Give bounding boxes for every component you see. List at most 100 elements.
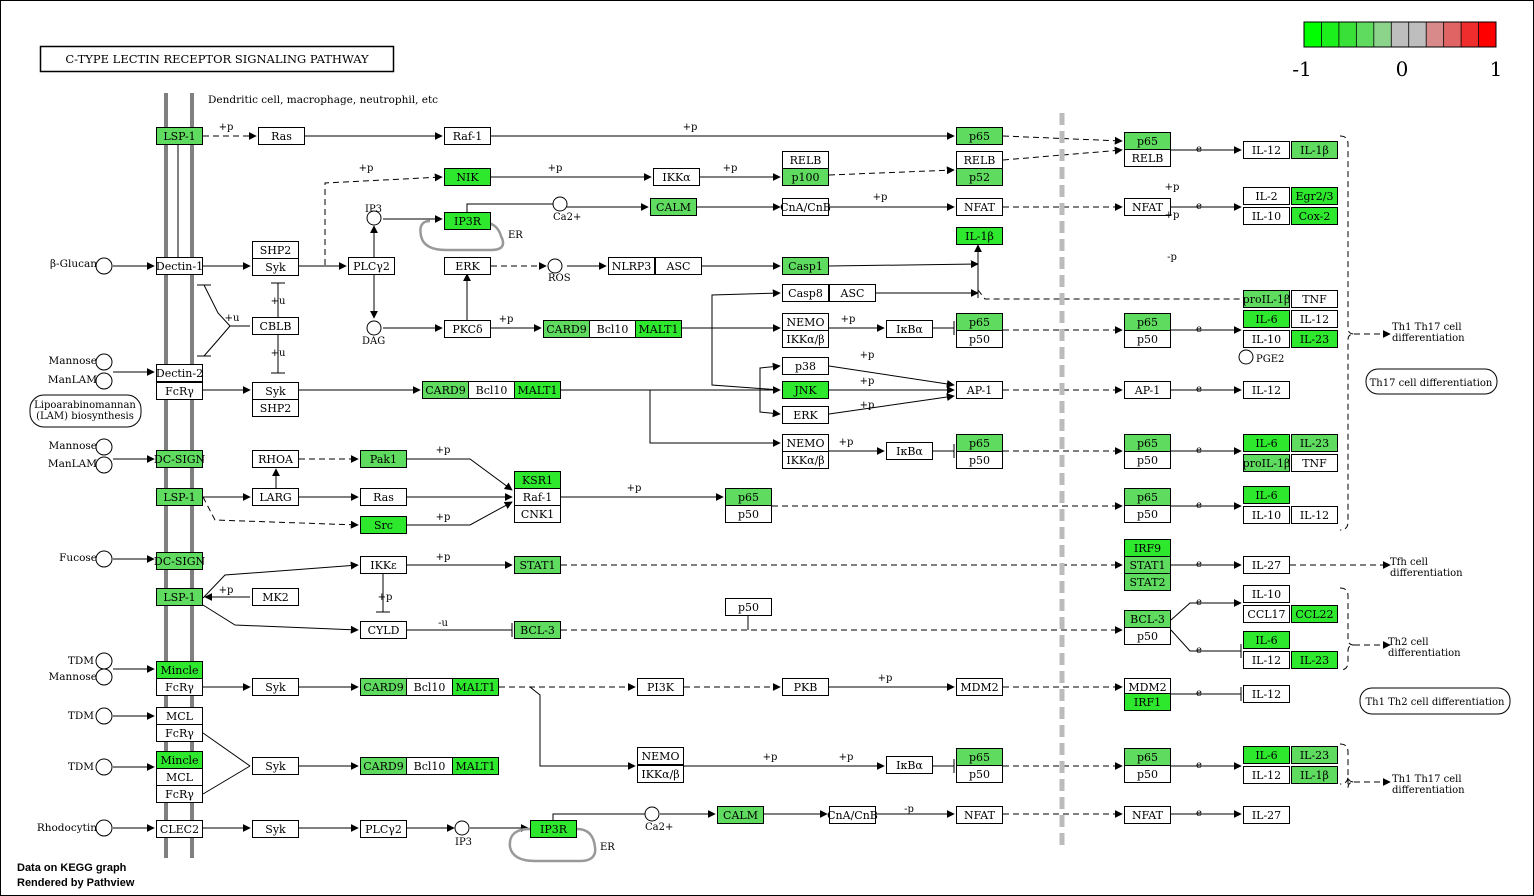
edge-p38-ap1 xyxy=(828,365,955,388)
gene-node-erk: ERK xyxy=(444,257,491,275)
edge-label-p: +p xyxy=(219,585,234,596)
gene-node-dectin-2: Dectin-2 xyxy=(156,364,203,382)
gene-label-fcr: FcRγ xyxy=(165,788,194,801)
lam-note-line-2: (LAM) biosynthesis xyxy=(36,411,134,422)
gene-box-syk xyxy=(252,820,299,838)
gene-node-il-27: IL-27 xyxy=(1243,556,1290,574)
gene-box-cyld xyxy=(360,621,407,639)
gene-box-pkb xyxy=(782,678,829,696)
gene-node-card9: CARD9 xyxy=(422,381,469,399)
ligand-circle-mannose xyxy=(95,438,113,456)
gene-label-mdm2: MDM2 xyxy=(1128,681,1166,694)
edge-label-e: e xyxy=(1196,760,1202,771)
gene-box-il-27 xyxy=(1243,556,1290,574)
gene-label-malt1: MALT1 xyxy=(518,384,558,397)
gene-node-card9: CARD9 xyxy=(543,320,590,338)
edge-label-e: e xyxy=(1196,688,1202,699)
gene-node-ksr1: KSR1 xyxy=(514,471,561,489)
gene-label-lsp-1: LSP-1 xyxy=(163,130,195,143)
compound-label-ros: ROS xyxy=(548,273,571,284)
gene-box-src xyxy=(360,516,407,534)
outcome-line-2: differentiation xyxy=(1390,568,1463,579)
gene-node-p65: p65 xyxy=(956,434,1003,452)
gene-box-casp8 xyxy=(782,284,829,302)
gene-label-p50: p50 xyxy=(969,768,990,781)
gene-node-il-23: IL-23 xyxy=(1291,330,1338,348)
gene-label-fcr: FcRγ xyxy=(165,385,194,398)
gene-box-i-b xyxy=(886,756,933,774)
gene-label-nfat: NFAT xyxy=(964,201,996,214)
er-membrane-2 xyxy=(508,827,597,863)
gene-label-p50: p50 xyxy=(1137,508,1158,521)
gene-label-p65: p65 xyxy=(1137,437,1158,450)
gene-box-p52 xyxy=(956,168,1003,186)
gene-box-erk xyxy=(782,406,829,424)
edge-label-p: +p xyxy=(860,350,875,361)
edge-proil1b-dash xyxy=(977,289,1241,300)
gene-label-mdm2: MDM2 xyxy=(960,681,998,694)
gene-box-il-12 xyxy=(1243,381,1290,399)
edge-label-p: +p xyxy=(839,437,854,448)
gene-box-p50 xyxy=(956,330,1003,348)
ligand-circle-mannose xyxy=(95,668,113,686)
ligand-label-tdm: TDM xyxy=(68,761,94,773)
legend-swatch-0 xyxy=(1304,22,1322,47)
gene-node-mincle: Mincle xyxy=(156,661,203,679)
edge-label-e: e xyxy=(1196,808,1202,819)
gene-node-il-12: IL-12 xyxy=(1243,651,1290,669)
gene-label-card9: CARD9 xyxy=(363,760,403,773)
gene-box-ras xyxy=(258,127,305,145)
gene-box-calm xyxy=(717,806,764,824)
lam-note-line-1: Lipoarabinomannan xyxy=(34,400,136,411)
gene-label-p65: p65 xyxy=(969,130,990,143)
gene-label-pkb: PKB xyxy=(794,681,818,694)
gene-node-il-1: IL-1β xyxy=(1291,141,1338,159)
gene-node-il-1: IL-1β xyxy=(1291,766,1338,784)
gene-box-i-b xyxy=(886,442,933,460)
gene-label-casp1: Casp1 xyxy=(788,260,823,273)
gene-node-shp2: SHP2 xyxy=(252,241,299,259)
gene-node-lsp-1: LSP-1 xyxy=(156,588,203,606)
gene-node-ccl22: CCL22 xyxy=(1291,605,1338,623)
gene-label-p50: p50 xyxy=(738,601,759,614)
gene-node-pi3k: PI3K xyxy=(637,678,684,696)
edge-ip3r-ca-2 xyxy=(552,813,645,820)
gene-label-fcr: FcRγ xyxy=(165,727,194,740)
edge-label-u: -u xyxy=(438,618,448,629)
gene-box-jnk xyxy=(782,381,829,399)
gene-box-il-6 xyxy=(1243,310,1290,328)
page-title: C-TYPE LECTIN RECEPTOR SIGNALING PATHWAY xyxy=(65,52,369,66)
ligand-label-rhodocytin: Rhodocytin xyxy=(37,822,97,834)
gene-node-tnf: TNF xyxy=(1291,290,1338,308)
gene-node-irf1: IRF1 xyxy=(1124,693,1171,711)
compound-label-ca2: Ca2+ xyxy=(553,212,581,223)
gene-box-p65 xyxy=(956,127,1003,145)
gene-node-ikk: IKKα xyxy=(653,168,700,186)
gene-box-malt1 xyxy=(635,320,682,338)
gene-label-nemo: NEMO xyxy=(787,437,825,450)
gene-label-ip3r: IP3R xyxy=(454,215,482,228)
gene-label-p65: p65 xyxy=(969,437,990,450)
gene-node-p65: p65 xyxy=(1124,488,1171,506)
gene-label-p50: p50 xyxy=(1137,454,1158,467)
edge-label-p: -p xyxy=(904,804,914,815)
ligand-circle-glucan xyxy=(95,257,113,275)
legend-swatch-6 xyxy=(1408,22,1427,47)
gene-node-casp1: Casp1 xyxy=(782,257,829,275)
gene-label-stat1: STAT1 xyxy=(1130,559,1166,572)
gene-label-calm: CALM xyxy=(723,809,758,822)
edge-lsp1-cyld xyxy=(202,604,359,634)
gene-node-syk: Syk xyxy=(252,757,299,775)
gene-node-nemo: NEMO xyxy=(782,434,829,452)
gene-node-il-23: IL-23 xyxy=(1291,651,1338,669)
gene-label-card9: CARD9 xyxy=(425,384,465,397)
gene-box-p38 xyxy=(782,357,829,375)
gene-box-il-10 xyxy=(1243,585,1290,603)
gene-node-ap-1: AP-1 xyxy=(1124,381,1171,399)
gene-box-malt1 xyxy=(452,678,499,696)
gene-node-p50: p50 xyxy=(725,598,772,616)
lam-note-box xyxy=(29,394,142,428)
gene-label-il-23: IL-23 xyxy=(1300,654,1329,667)
edge-label-p: +p xyxy=(723,163,738,174)
ligand-label-manlam: ManLAM xyxy=(48,374,97,386)
